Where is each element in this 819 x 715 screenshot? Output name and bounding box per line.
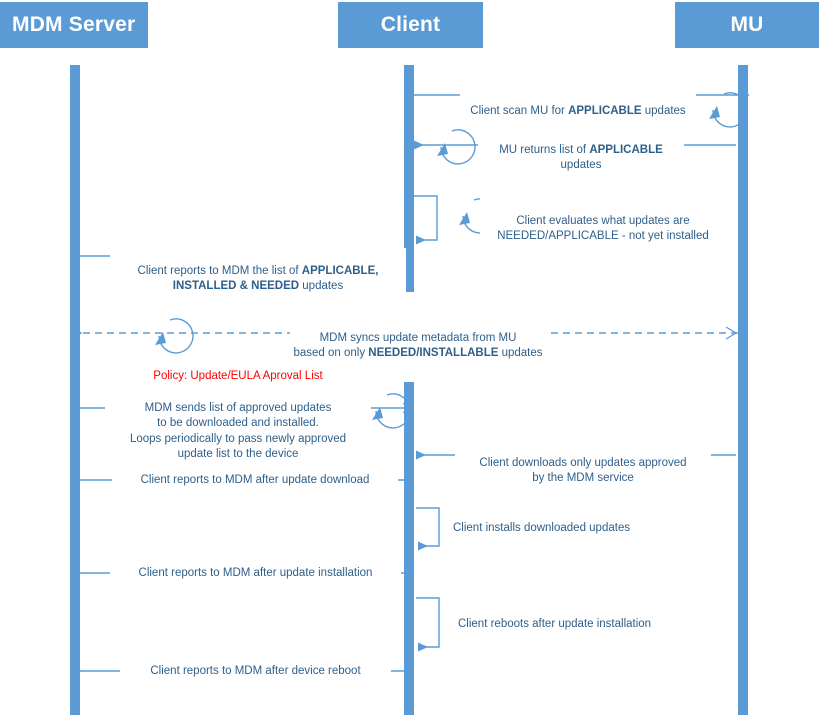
message-label-m12: Client reports to MDM after device reboo… <box>120 664 391 680</box>
lifeline-client-upper <box>404 65 414 292</box>
participant-box-mu[interactable]: MU <box>675 2 819 48</box>
message-label-m8: Client reports to MDM after update downl… <box>112 473 398 489</box>
message-label-m11: Client reboots after update installation <box>455 617 691 633</box>
participant-label-mu: MU <box>730 13 764 36</box>
lifeline-client-lower <box>404 382 414 715</box>
message-label-m10: Client reports to MDM after update insta… <box>110 566 401 582</box>
message-arrowhead-m5-right <box>725 326 738 340</box>
message-label-m9: Client installs downloaded updates <box>450 521 671 537</box>
message-label-m4: Client reports to MDM the list of APPLIC… <box>110 248 406 295</box>
lifeline-mdm-server <box>70 65 80 715</box>
lifeline-mu <box>738 65 748 715</box>
loop-icon-m2 <box>437 129 476 165</box>
participant-box-client[interactable]: Client <box>338 2 483 48</box>
message-arrow-m9-self <box>416 507 440 551</box>
loop-icon-m5 <box>155 318 194 354</box>
participant-label-mdm-server: MDM Server <box>12 13 136 36</box>
participant-box-mdm-server[interactable]: MDM Server <box>0 2 148 48</box>
message-label-m6-policy: Policy: Update/EULA Aproval List <box>105 369 371 385</box>
message-label-m1: Client scan MU for APPLICABLE updates <box>460 88 696 120</box>
participant-label-client: Client <box>380 13 441 36</box>
message-arrow-m11-self <box>416 597 440 652</box>
message-arrow-m3-self <box>414 195 438 245</box>
